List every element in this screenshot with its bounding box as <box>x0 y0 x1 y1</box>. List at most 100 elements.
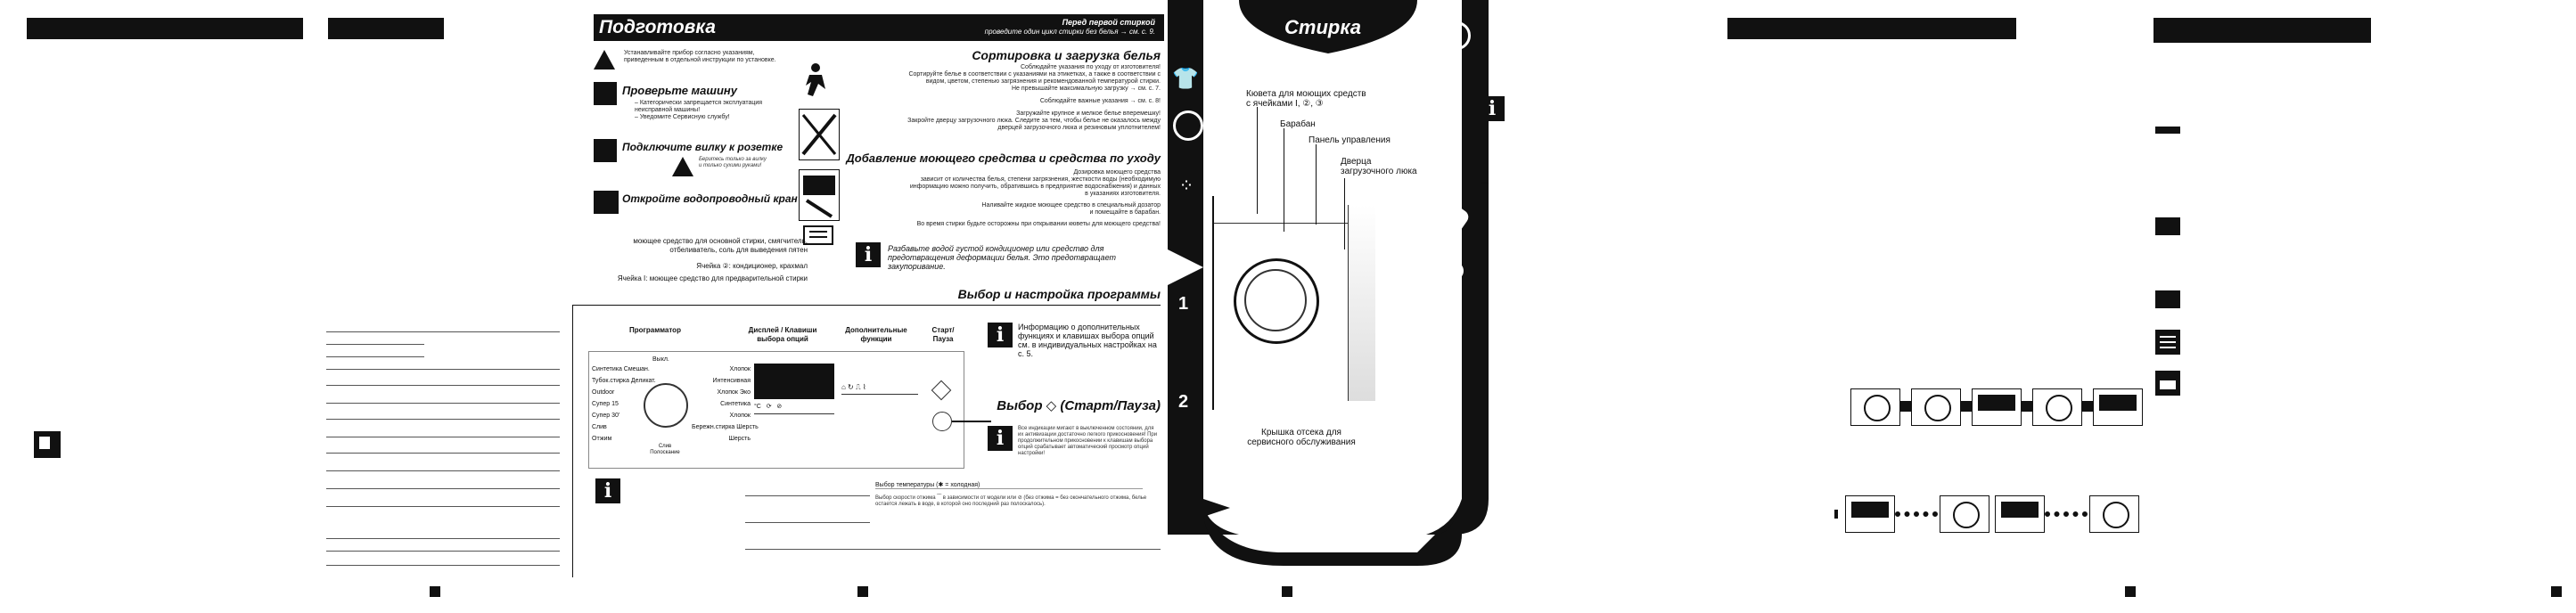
leader-line <box>1316 144 1317 225</box>
program-option[interactable]: Синтетика <box>720 401 751 407</box>
power-icon <box>1442 21 1471 50</box>
page5-marker <box>2155 127 2180 134</box>
sequence-dial <box>1850 388 1900 426</box>
download-icon <box>1173 110 1203 141</box>
program-option[interactable]: Интенсивная <box>712 378 751 384</box>
page1-rule <box>326 403 560 404</box>
sort-line: дверцей загрузочного люка и резиновым уп… <box>997 125 1161 131</box>
program-option[interactable]: Супер 15 <box>592 401 619 407</box>
page2-rule <box>745 495 870 496</box>
page2-header: Подготовка Перед первой стиркой проведит… <box>594 14 1164 41</box>
detergent-line: в указаниях изготовителя. <box>1085 191 1161 197</box>
sort-line: Закройте дверцу загрузочного люка. Следи… <box>907 118 1161 124</box>
person-lifting-illustration <box>802 62 829 98</box>
page2-header-note2: проведите один цикл стирки без белья → с… <box>984 28 1155 36</box>
start-pause-knob[interactable] <box>932 412 952 431</box>
spin-note: Выбор скорости отжима ⁀ в зависимости от… <box>875 495 1147 507</box>
step-number-2: 2 <box>1178 392 1189 412</box>
temp-note: Выбор температуры (✱ = холодная) <box>875 481 1143 489</box>
page2-header-note1: Перед первой стиркой <box>1062 18 1155 27</box>
program-rule-vert <box>572 305 573 577</box>
sort-line: Загружайте крупное и мелкое белье вперем… <box>1016 110 1161 117</box>
machine-check-icon <box>594 82 617 105</box>
detergent-text: Дозировка моющего средства зависит от ко… <box>843 169 1161 228</box>
page1-rule <box>326 419 560 420</box>
notebook-icon-inner <box>39 437 50 449</box>
sort-line: Не превышайте максимальную загрузку → см… <box>1012 86 1161 92</box>
display-screen <box>754 364 834 399</box>
program-option[interactable]: Слив <box>592 424 607 430</box>
program-option[interactable]: Бережн.стирка Шерсть <box>692 424 759 430</box>
sequence-arrow <box>2045 511 2088 522</box>
tap-title: Откройте водопроводный кран <box>622 192 798 205</box>
program-option[interactable]: Хлопок <box>729 413 751 419</box>
washer-panel-line <box>1214 223 1374 224</box>
washer-door-inner <box>1244 269 1307 331</box>
display-keys[interactable]: °C ⟳ ⊘ <box>754 403 834 414</box>
sequence-display <box>2093 388 2143 426</box>
plug-icon <box>594 139 617 162</box>
water-tap-icon: ⚲ <box>1447 151 1461 171</box>
sort-text: Соблюдайте указания по уходу от изготови… <box>843 64 1161 132</box>
page2-rule <box>745 522 870 523</box>
dial-bottom-label: Слив Полоскание <box>650 444 680 455</box>
sequence-display <box>1845 495 1895 533</box>
col-start: Старт/ Пауза <box>931 326 955 343</box>
washer-door <box>1234 258 1319 344</box>
detergent-line: Дозировка моющего средства <box>1073 169 1161 176</box>
sequence-arrow <box>1961 401 1972 412</box>
page4-header-bar <box>1727 18 2016 39</box>
program-option[interactable]: Тубок.стирка Деликат. <box>592 378 656 384</box>
program-dial[interactable] <box>644 383 688 428</box>
sort-line: Сортируйте белье в соответствии с указан… <box>908 71 1161 78</box>
page1-rule <box>326 453 560 454</box>
info-icon: i <box>1480 96 1505 121</box>
notebook-icon <box>34 431 61 458</box>
list-icon <box>2155 330 2180 355</box>
warning-triangle-icon <box>672 157 693 176</box>
page5-marker <box>2155 217 2180 235</box>
info-icon: i <box>595 478 620 503</box>
info-icon: i <box>856 242 881 267</box>
leader-line <box>1257 107 1258 214</box>
detergent-line: информацию можно получить, обратившись в… <box>909 184 1161 190</box>
program-option[interactable]: Отжим <box>592 436 612 442</box>
warning-triangle-icon <box>594 50 615 69</box>
program-option[interactable]: Синтетика Смешан. <box>592 366 650 372</box>
page1-rule <box>326 356 424 357</box>
program-option[interactable]: Шерсть <box>728 436 751 442</box>
program-list-right: Хлопок Интенсивная Хлопок Эко Синтетика … <box>692 364 759 445</box>
water-tap-icon <box>594 191 619 214</box>
sequence-marker <box>1834 510 1838 519</box>
detergent-line: зависит от количества белья, степени заг… <box>920 176 1161 183</box>
page1-rule <box>326 470 560 471</box>
page1-header-bar-left <box>27 18 303 39</box>
program-option[interactable]: Супер 30' <box>592 413 620 419</box>
sort-title: Сортировка и загрузка белья <box>972 48 1161 62</box>
extra-function-keys[interactable]: ⌂ ↻ ⎍ ⌇ <box>841 383 918 395</box>
program-title: Выбор и настройка программы <box>957 287 1161 301</box>
check-title: Проверьте машину <box>622 84 737 97</box>
dilute-note: Разбавьте водой густой кондиционер или с… <box>888 244 1116 271</box>
compartment-line: отбеливатель, соль для выведения пятен <box>669 246 808 254</box>
label-panel: Панель управления <box>1309 135 1391 145</box>
loading-illustration <box>799 169 840 221</box>
page1-rule <box>326 538 560 539</box>
label-door-line: Дверца <box>1341 157 1372 167</box>
washing-title-top: Стирка <box>1284 16 1361 38</box>
detergent-line: и помещайте в барабан. <box>1089 209 1161 216</box>
program-option[interactable]: Outdoor <box>592 389 615 396</box>
program-option[interactable]: Хлопок Эко <box>717 389 751 396</box>
page-marker-1 <box>430 586 440 597</box>
sequence-arrow <box>1895 511 1938 522</box>
washing-flow-frame <box>1168 0 1489 566</box>
sequence-arrow <box>2022 401 2032 412</box>
info-extra: Информацию о дополнительных функциях и к… <box>1018 323 1157 358</box>
dial-sequence-2 <box>1834 495 2141 535</box>
sequence-dial <box>2032 388 2082 426</box>
info-icon: i <box>988 426 1013 451</box>
page1-rule <box>326 331 560 332</box>
check-item-1: – Категорически запрещается эксплуатация… <box>635 100 763 113</box>
program-rule <box>572 305 1161 306</box>
program-option[interactable]: Хлопок <box>729 366 751 372</box>
